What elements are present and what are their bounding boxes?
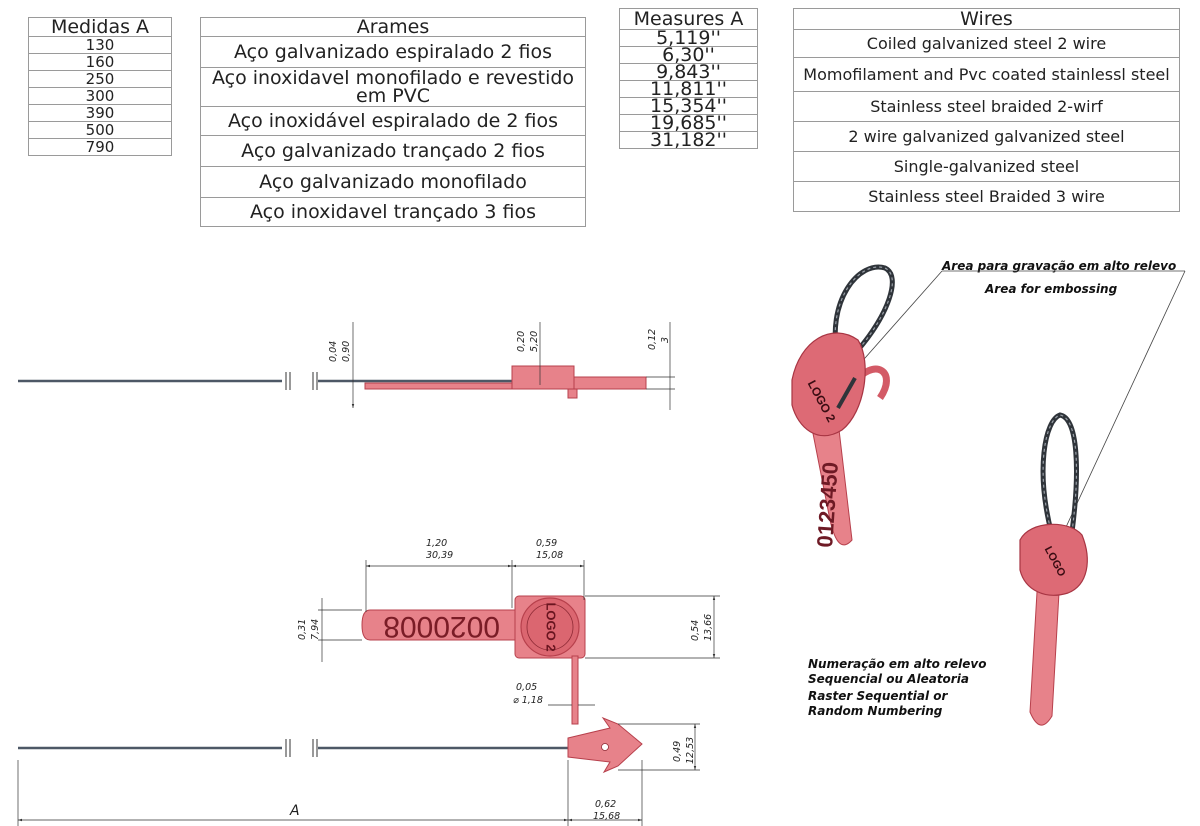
top-seal-head: LOGO 2 <box>514 595 586 659</box>
svg-text:0,31: 0,31 <box>297 619 308 640</box>
wires-header: Wires <box>793 8 1180 30</box>
svg-text:15,68: 15,68 <box>593 811 620 822</box>
wires-cell: Stainless steel Braided 3 wire <box>793 181 1180 212</box>
svg-text:12,53: 12,53 <box>685 737 696 764</box>
arames-cell: Aço inoxidável espiralado de 2 fios <box>200 106 586 136</box>
seal-render-1: 0123450 LOGO 2 <box>791 264 895 548</box>
side-dim-wire: 0,04 0,90 <box>328 341 352 362</box>
wire-break-marks-bottom <box>285 739 318 757</box>
dim-length-a: A <box>289 803 300 819</box>
measures-cell: 31,182'' <box>619 131 758 149</box>
dim-head-width: 0,54 13,66 <box>690 614 714 641</box>
svg-text:13,66: 13,66 <box>703 614 714 641</box>
dim-arrow-width: 0,49 12,53 <box>672 737 696 764</box>
dim-tail-length: 1,20 30,39 <box>426 538 453 561</box>
svg-text:0,90: 0,90 <box>341 341 352 362</box>
numbering-note-en-2: Random Numbering <box>808 704 943 718</box>
top-seal-tail: 0020008 <box>361 609 529 643</box>
arames-cell: Aço galvanizado espiralado 2 fios <box>200 36 586 68</box>
logo-text: LOGO 2 <box>544 602 559 651</box>
side-seal-head <box>511 365 575 390</box>
engraving-note-en: Area for embossing <box>985 282 1118 296</box>
leader-lines <box>849 270 1186 541</box>
top-wire-stem <box>571 655 579 725</box>
svg-text:7,94: 7,94 <box>310 619 321 640</box>
wires-table: Wires Coiled galvanized steel 2 wire Mom… <box>793 8 1180 212</box>
arames-cell: Aço galvanizado monofilado <box>200 166 586 198</box>
svg-text:0,62: 0,62 <box>595 799 616 810</box>
numbering-note-en-1: Raster Sequential or <box>808 689 948 703</box>
dim-head-length: 0,59 15,08 <box>536 538 563 561</box>
side-view: 0,04 0,90 0,20 5,20 0,12 3 <box>18 322 675 410</box>
svg-text:3: 3 <box>660 337 671 343</box>
numbering-note-pt-2: Sequencial ou Aleatoria <box>808 672 969 686</box>
svg-text:5,20: 5,20 <box>529 331 540 352</box>
svg-text:0,20: 0,20 <box>516 331 527 352</box>
serial-number: 0020008 <box>383 610 500 643</box>
medidas-cell: 790 <box>28 138 172 156</box>
dim-arrow-length: 0,62 15,68 <box>593 799 620 822</box>
seal-render-2: LOGO <box>1019 412 1088 726</box>
svg-text:30,39: 30,39 <box>426 550 453 561</box>
wires-cell: Momofilament and Pvc coated stainlessl s… <box>793 57 1180 92</box>
arames-cell: Aço inoxidavel trançado 3 fios <box>200 197 586 227</box>
side-seal-strap <box>364 382 516 390</box>
svg-text:15,08: 15,08 <box>536 550 563 561</box>
svg-text:0,04: 0,04 <box>328 341 339 362</box>
measures-table: Measures A 5,119'' 6,30'' 9,843'' 11,811… <box>619 8 758 149</box>
medidas-cell: 300 <box>28 87 172 105</box>
wire-break-marks <box>285 372 318 390</box>
measures-cell: 5,119'' <box>619 29 758 47</box>
numbering-note-pt-1: Numeração em alto relevo <box>808 657 987 671</box>
dim-tail-width: 0,31 7,94 <box>297 619 321 640</box>
wires-cell: Single-galvanized steel <box>793 151 1180 182</box>
svg-text:0,49: 0,49 <box>672 741 683 762</box>
side-seal-tail <box>573 376 647 390</box>
side-seal-foot <box>567 388 578 399</box>
svg-text:1,20: 1,20 <box>426 538 447 549</box>
product-serial: 0123450 <box>812 461 843 548</box>
svg-text:0,12: 0,12 <box>647 329 658 350</box>
arames-table: Arames Aço galvanizado espiralado 2 fios… <box>200 17 586 227</box>
measures-cell: 9,843'' <box>619 63 758 81</box>
side-dim-head: 0,20 5,20 <box>516 331 540 352</box>
medidas-table: Medidas A 130 160 250 300 390 500 790 <box>28 17 172 156</box>
top-view: 0020008 LOGO 2 <box>17 538 720 826</box>
dim-wire-diameter: 0,05 ⌀ 1,18 <box>513 682 543 706</box>
engraving-note-pt: Area para gravação em alto relevo <box>942 259 1177 273</box>
measures-header: Measures A <box>619 8 758 30</box>
arames-cell: Aço inoxidavel monofilado e revestido em… <box>200 67 586 107</box>
svg-text:0,54: 0,54 <box>690 620 701 641</box>
svg-text:0,59: 0,59 <box>536 538 557 549</box>
arames-cell: Aço galvanizado trançado 2 fios <box>200 135 586 167</box>
measures-cell: 15,354'' <box>619 97 758 115</box>
side-dim-tip: 0,12 3 <box>647 329 671 350</box>
svg-text:⌀ 1,18: ⌀ 1,18 <box>513 695 543 706</box>
arames-header: Arames <box>200 17 586 37</box>
svg-text:0,05: 0,05 <box>516 682 537 693</box>
